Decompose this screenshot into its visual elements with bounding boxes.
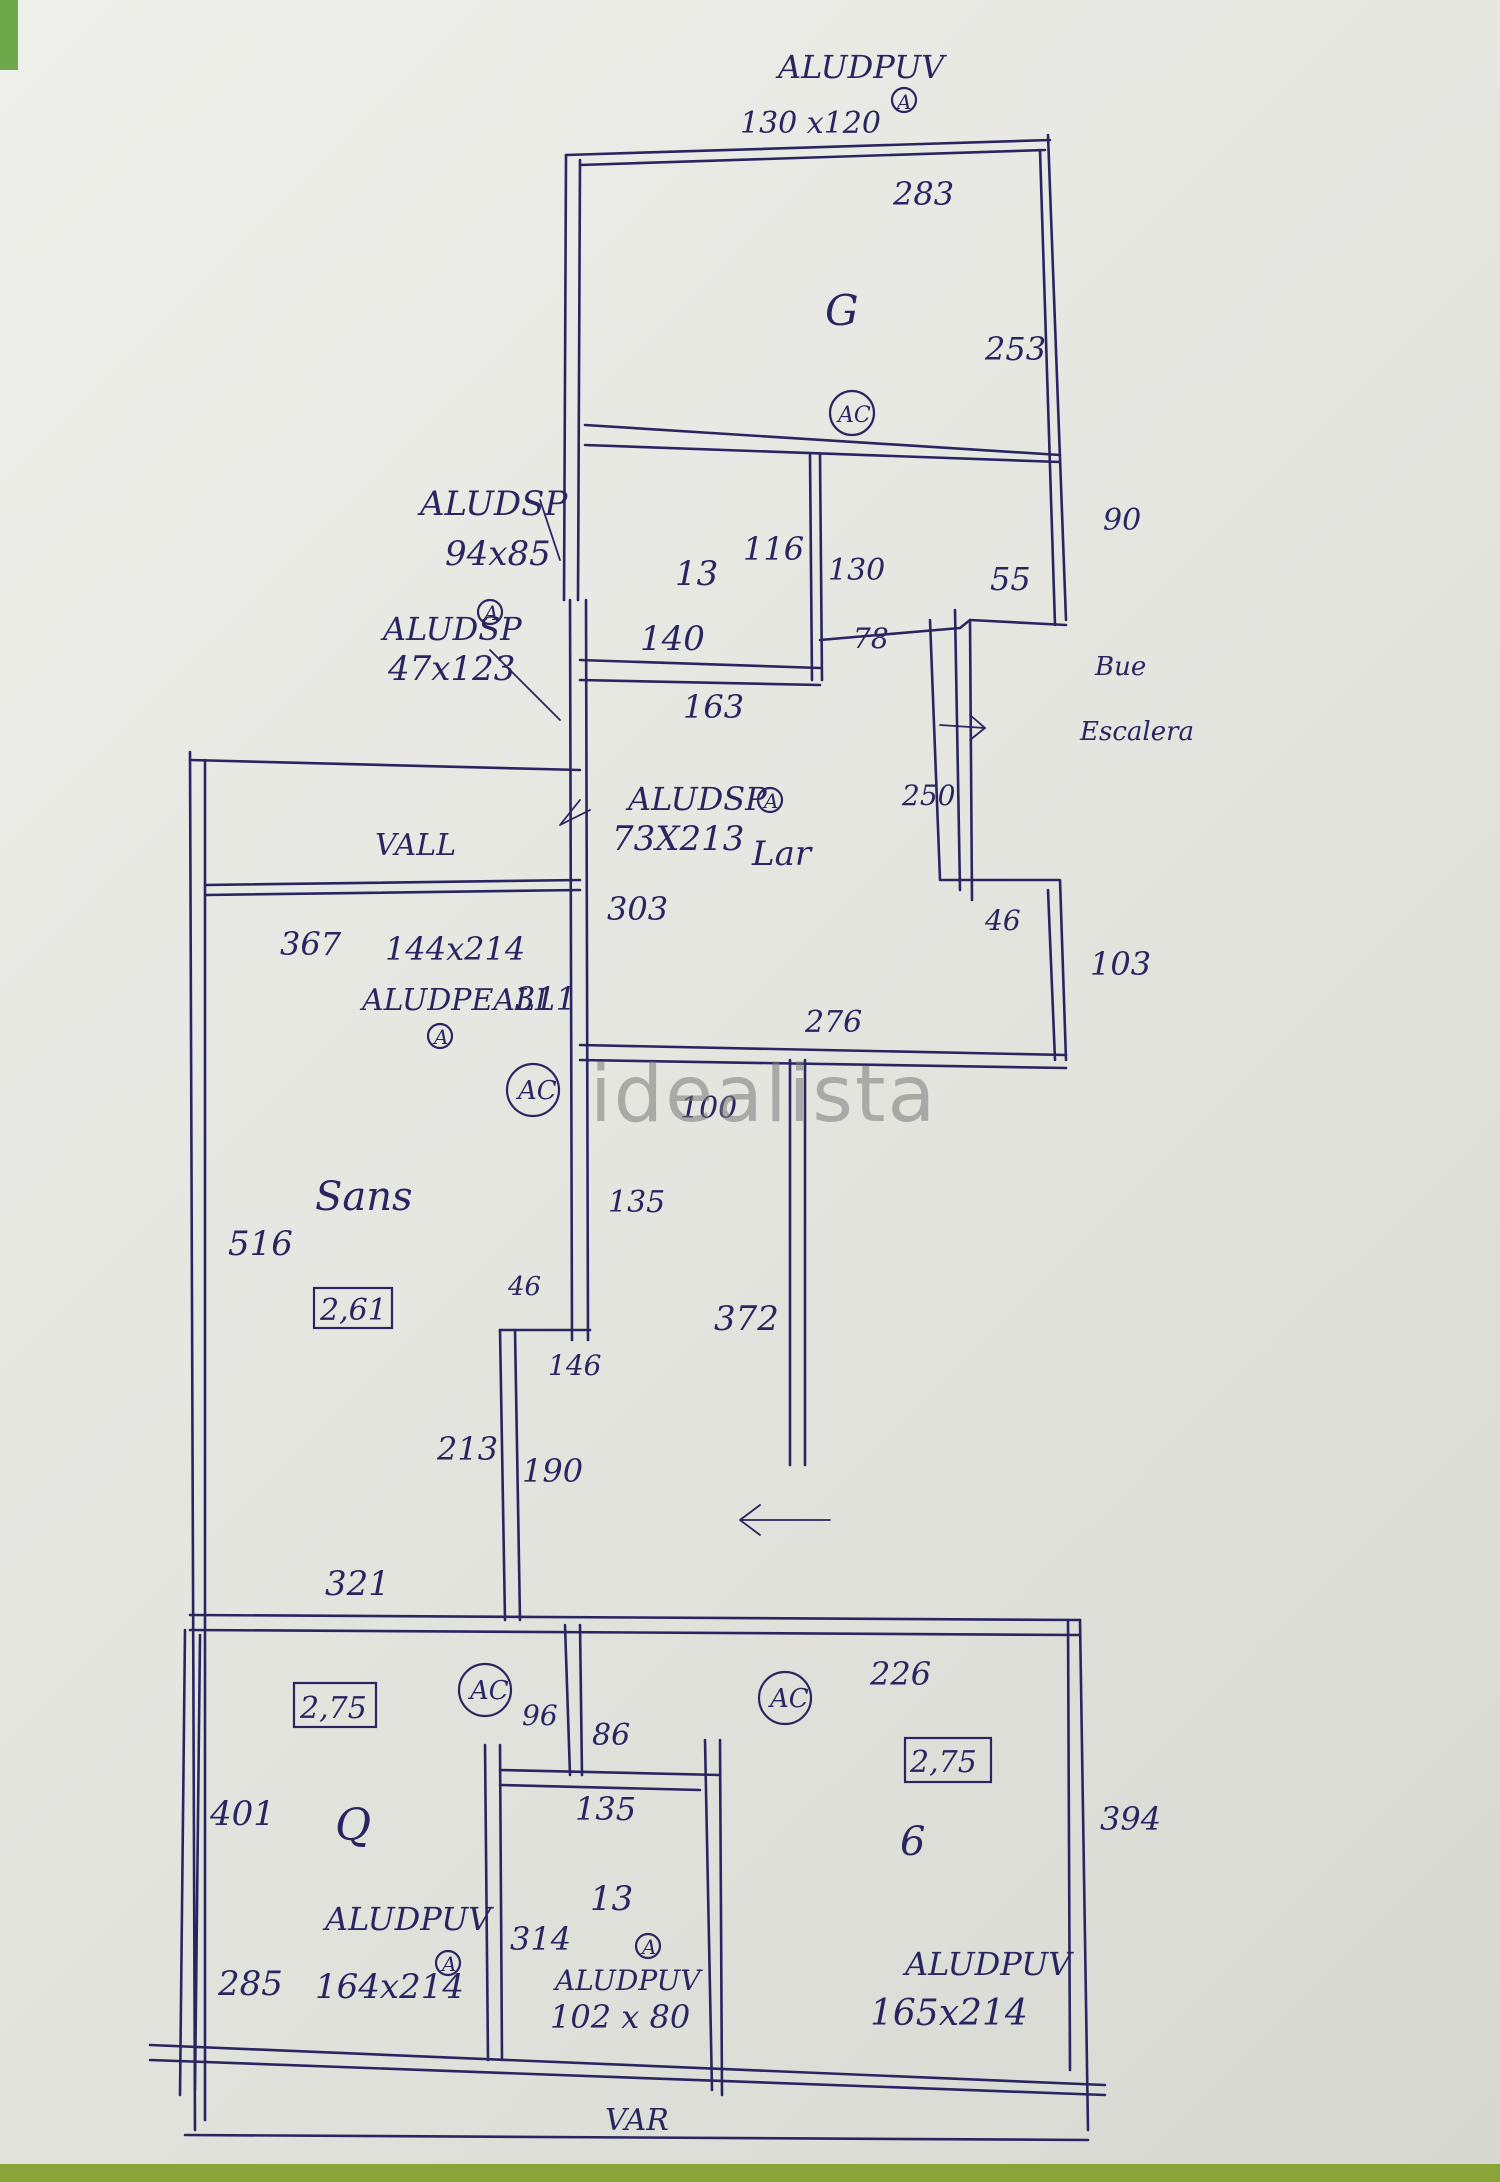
room-label-top-small: 13 <box>675 554 718 594</box>
ac-label: AC <box>768 1684 809 1714</box>
mark-circle <box>634 1932 662 1960</box>
window-label-bed-left: ALUDPUV <box>322 1900 494 1938</box>
dimension: 253 <box>984 330 1046 368</box>
room-label-left-bed: Q <box>335 1800 371 1851</box>
ac-circle <box>457 1662 513 1718</box>
text-layer: ALUDPUV 130 x120 A ALUDSP 94x85 ALUDSP 4… <box>209 48 1194 2138</box>
bottom-walls <box>148 1618 1107 2142</box>
ac-label: AC <box>836 403 871 428</box>
dimension: 163 <box>683 688 744 726</box>
window-mark: A <box>432 1025 448 1049</box>
dimension: 146 <box>548 1349 601 1382</box>
room-label-g: G <box>825 286 859 335</box>
dimension: 213 <box>436 1430 498 1468</box>
dimension: 367 <box>280 925 342 963</box>
dimension: 46 <box>507 1272 541 1302</box>
terrace-label-top: VALL <box>375 828 456 863</box>
window-size-balcony: 144x214 <box>385 930 525 968</box>
height-box <box>903 1736 993 1784</box>
window-size-left2: 47x123 <box>387 649 515 689</box>
ceiling-height: 2,75 <box>909 1745 977 1780</box>
mark-circle <box>756 786 784 814</box>
dimension: 276 <box>804 1005 862 1040</box>
dimension: 55 <box>990 560 1031 598</box>
dimension: 516 <box>228 1224 293 1264</box>
dimension: 303 <box>607 890 668 928</box>
room-label-right-bed: 6 <box>900 1819 925 1865</box>
top-room-walls <box>562 133 1068 1070</box>
dimension: 90 <box>1103 503 1141 538</box>
dimension: 321 <box>325 1564 390 1604</box>
window-mark: A <box>440 1952 456 1976</box>
ac-label: AC <box>516 1076 557 1106</box>
dimension: 140 <box>640 619 705 659</box>
window-label-door: ALUDSP <box>625 780 767 818</box>
window-size-bath: 102 x 80 <box>550 1998 690 2036</box>
window-mark: A <box>482 601 498 625</box>
mark-circle <box>426 1022 454 1050</box>
window-label-top: ALUDPUV <box>775 48 947 86</box>
side-note: Bue <box>1094 652 1146 682</box>
mark-circle <box>434 1949 462 1977</box>
window-size-top: 130 x120 <box>740 106 881 141</box>
corridor-walls <box>498 598 807 1622</box>
dimension: 311 <box>515 980 576 1018</box>
ceiling-height: 2,61 <box>319 1293 387 1328</box>
window-size-bed-left: 164x214 <box>315 1967 464 2007</box>
room-label-entry: Lar <box>751 834 813 874</box>
dimension: 226 <box>869 1655 931 1693</box>
dimension: 103 <box>1090 945 1151 983</box>
dimension: 46 <box>984 904 1021 937</box>
window-label-left1: ALUDSP <box>417 484 568 524</box>
window-label-balcony: ALUDPEALL <box>359 983 555 1018</box>
window-size-door: 73X213 <box>612 819 744 859</box>
window-size-bed-right: 165x214 <box>870 1993 1028 2034</box>
ac-circle <box>505 1062 561 1118</box>
background-edge <box>0 2164 1500 2182</box>
window-mark: A <box>762 789 778 813</box>
dimension: 100 <box>680 1091 737 1126</box>
dimension: 285 <box>217 1964 283 2004</box>
terrace-label-bottom: VAR <box>605 2103 669 2138</box>
height-box <box>312 1286 394 1330</box>
dimension: 78 <box>853 622 889 655</box>
background-corner <box>0 0 18 70</box>
dimension: 135 <box>575 1790 636 1828</box>
ac-label: AC <box>468 1676 509 1706</box>
dimension: 401 <box>209 1794 275 1834</box>
window-label-bath: ALUDPUV <box>552 1964 703 1997</box>
watermark: idealista <box>590 1050 938 1140</box>
side-note: Escalera <box>1079 717 1194 747</box>
dimension: 394 <box>1100 1800 1161 1838</box>
living-walls <box>188 750 1082 2132</box>
window-size-left1: 94x85 <box>445 534 551 574</box>
ac-circle <box>757 1670 813 1726</box>
window-mark: A <box>895 90 911 114</box>
room-label-bath: 13 <box>590 1879 633 1919</box>
dimension: 86 <box>592 1718 630 1753</box>
dimension: 283 <box>892 175 954 213</box>
window-label-bed-right: ALUDPUV <box>902 1945 1074 1983</box>
dimension: 130 <box>828 553 885 588</box>
ceiling-height: 2,75 <box>299 1691 367 1726</box>
dimension: 314 <box>510 1920 571 1958</box>
mark-circle <box>476 598 504 626</box>
dimension: 190 <box>522 1452 583 1490</box>
mark-circle <box>890 86 918 114</box>
room-label-living: Sans <box>315 1174 413 1220</box>
ac-circle <box>828 389 876 437</box>
dimension: 135 <box>608 1185 665 1220</box>
dimension: 96 <box>522 1699 558 1732</box>
dimension: 372 <box>714 1299 779 1339</box>
dimension: 116 <box>743 530 804 568</box>
annotation-marks <box>489 499 987 1536</box>
dimension: 250 <box>901 779 955 812</box>
height-box <box>292 1681 378 1729</box>
window-label-left2: ALUDSP <box>380 610 522 648</box>
window-mark: A <box>640 1935 656 1959</box>
